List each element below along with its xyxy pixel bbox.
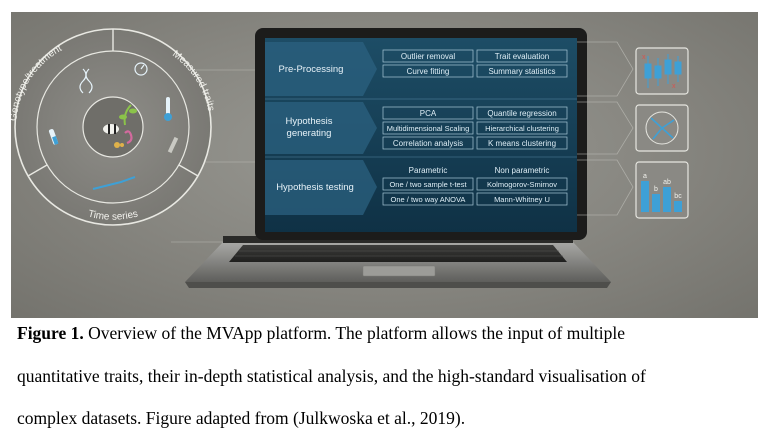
method-hierarchical-clustering: Hierarchical clustering <box>485 124 559 133</box>
figure-caption-line-1: Figure 1. Overview of the MVApp platform… <box>17 323 757 344</box>
panel-3-title: Hypothesis testing <box>276 182 354 193</box>
laptop-trackpad <box>362 265 436 277</box>
thermometer-icon <box>164 97 172 121</box>
method-mds: Multidimensional Scaling <box>387 124 470 133</box>
panel-3-methods: Parametric Non parametric One / two samp… <box>382 166 568 206</box>
boxplot-icon-box: x x <box>635 47 689 95</box>
dna-icon <box>79 68 93 94</box>
method-correlation-analysis: Correlation analysis <box>393 139 463 148</box>
method-kolmogorov-smirnov: Kolmogorov-Smirnov <box>487 180 557 189</box>
panel-chevrons <box>265 42 377 215</box>
method-trait-evaluation: Trait evaluation <box>495 52 549 61</box>
panel-1-methods: Outlier removal Trait evaluation Curve f… <box>382 49 568 78</box>
bar-chart-icon-box: a b ab bc <box>635 161 689 219</box>
panel-1-title: Pre-Processing <box>279 64 344 75</box>
time-series-line-icon <box>92 176 136 190</box>
svg-text:x: x <box>672 83 676 90</box>
panel-2-title-line1: Hypothesis <box>286 116 333 127</box>
cluster-icon-box <box>635 104 689 152</box>
segment-timeseries-label: Time series <box>87 208 139 222</box>
header-non-parametric: Non parametric <box>495 166 550 175</box>
test-tube-icon <box>48 129 59 145</box>
ruler-icon <box>167 136 179 154</box>
bar-label-ab: ab <box>663 179 671 186</box>
figure-caption-line-3: complex datasets. Figure adapted from (J… <box>17 408 466 428</box>
header-parametric: Parametric <box>409 166 448 175</box>
method-kmeans: K means clustering <box>488 139 556 148</box>
trait-circle-diagram: Genotype/treatment Measured traits Time … <box>11 28 216 226</box>
method-mann-whitney: Mann-Whitney U <box>494 195 550 204</box>
caption-text-1: Overview of the MVApp platform. The plat… <box>83 323 626 343</box>
gauge-icon <box>134 62 148 76</box>
method-summary-statistics: Summary statistics <box>488 67 555 76</box>
method-anova: One / two way ANOVA <box>391 195 466 204</box>
panel-2-title-line2: generating <box>287 128 332 139</box>
figure-label: Figure 1. <box>17 323 84 343</box>
fish-icon <box>103 124 119 134</box>
method-t-test: One / two sample t-test <box>389 180 467 189</box>
bar-label-a: a <box>643 173 647 180</box>
method-curve-fitting: Curve fitting <box>407 67 450 76</box>
laptop-keyboard <box>229 245 567 262</box>
bar-label-bc: bc <box>674 193 682 200</box>
figure-caption-line-2: quantitative traits, their in-depth stat… <box>17 366 646 386</box>
figure-image: Genotype/treatment Measured traits Time … <box>11 12 758 318</box>
svg-text:x: x <box>642 54 646 61</box>
flower-icon <box>114 142 124 148</box>
method-outlier-removal: Outlier removal <box>401 52 455 61</box>
bar-label-b: b <box>654 186 658 193</box>
method-quantile-regression: Quantile regression <box>487 109 556 118</box>
worm-icon <box>124 130 133 145</box>
plant-icon <box>119 104 137 126</box>
panel-2-methods: PCA Quantile regression Multidimensional… <box>382 106 568 150</box>
method-pca: PCA <box>420 109 437 118</box>
